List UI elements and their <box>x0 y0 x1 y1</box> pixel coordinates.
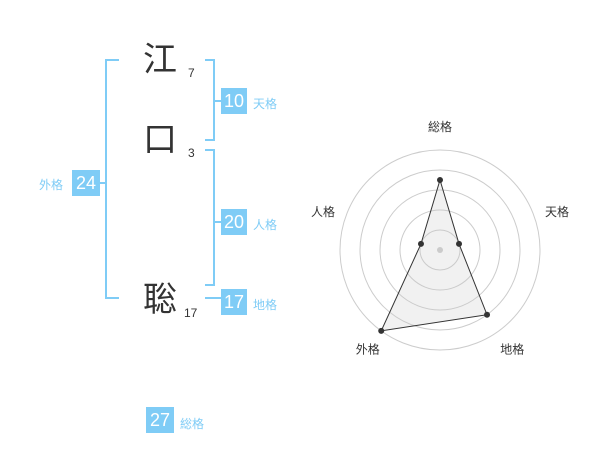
radar-ring-2 <box>399 209 481 291</box>
jinkaku-badge: 20 <box>221 209 247 235</box>
name-char-2: 口 <box>143 120 177 160</box>
radar-axis-label-2: 天格 <box>545 204 569 219</box>
gaikaku-label: 外格 <box>39 178 64 192</box>
name-char-3: 聡 <box>143 280 177 320</box>
radar-point-4 <box>378 327 385 334</box>
radar-axis-label-1: 総格 <box>428 119 452 134</box>
radar-axis-label-4: 外格 <box>356 342 380 357</box>
jinkaku-label: 人格 <box>253 218 278 232</box>
gaikaku-bracket <box>105 59 119 299</box>
soukaku-badge: 27 <box>146 407 174 433</box>
radar-ring-1 <box>419 229 461 271</box>
tenkaku-label: 天格 <box>253 97 278 111</box>
radar-ring-3 <box>379 189 501 311</box>
radar-points <box>378 177 491 334</box>
radar-point-3 <box>484 311 491 318</box>
gaikaku-badge: 24 <box>72 170 100 196</box>
name-char-1: 江 <box>143 40 177 80</box>
radar-ring-4 <box>359 169 521 331</box>
jinkaku-bracket <box>205 149 215 286</box>
radar-axis-label-5: 人格 <box>311 204 335 219</box>
radar-axis-label-3: 地格 <box>500 342 524 357</box>
stroke-count-3: 17 <box>184 306 198 320</box>
radar-point-5 <box>417 240 424 247</box>
stroke-count-1: 7 <box>188 66 195 80</box>
radar-center <box>437 247 443 253</box>
radar-ring-5 <box>339 149 541 351</box>
chikaku-badge: 17 <box>221 289 247 315</box>
radar-rings <box>339 149 541 351</box>
radar-point-1 <box>437 177 443 183</box>
chikaku-label: 地格 <box>253 298 278 312</box>
radar-point-2 <box>456 240 463 247</box>
stroke-count-2: 3 <box>188 146 195 160</box>
tenkaku-badge: 10 <box>221 88 247 114</box>
radar-area <box>380 178 488 332</box>
soukaku-label: 総格 <box>180 417 205 431</box>
